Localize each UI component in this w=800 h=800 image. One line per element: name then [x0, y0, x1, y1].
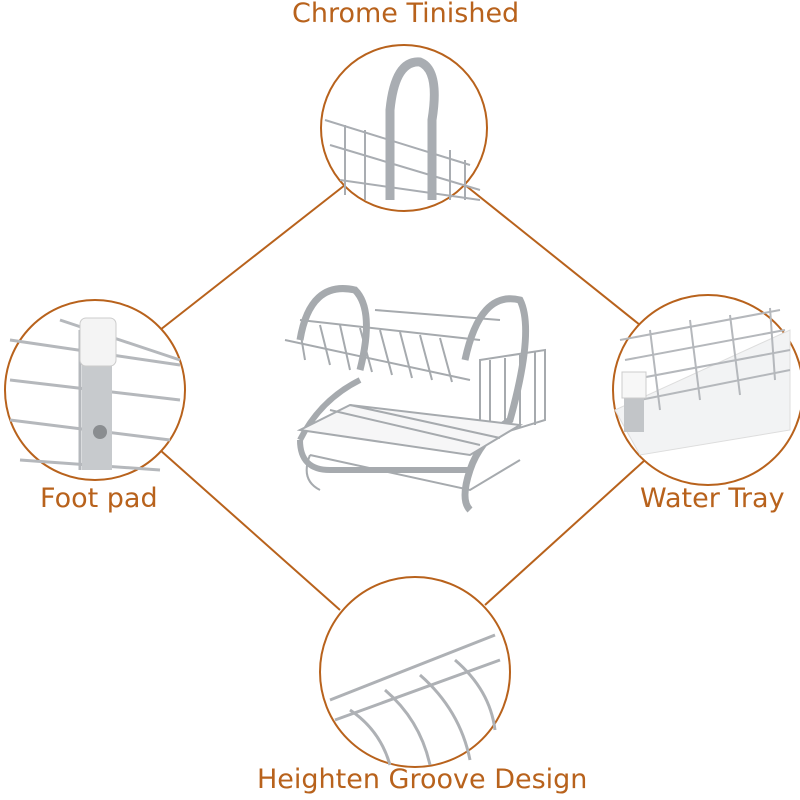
water-tray-detail-image	[614, 307, 791, 456]
label-chrome-finished: Chrome Tinished	[292, 0, 520, 29]
label-foot-pad: Foot pad	[40, 483, 158, 514]
groove-detail-image	[329, 633, 501, 766]
chrome-detail-image	[324, 57, 481, 201]
detail-circle-chrome	[320, 44, 488, 212]
label-water-tray: Water Tray	[640, 483, 785, 514]
dish-rack-main-image	[284, 285, 546, 513]
connector-right-bottom	[484, 459, 646, 606]
connector-top-left	[159, 184, 346, 331]
connector-left-bottom	[159, 449, 341, 611]
foot-pad-detail-image	[9, 317, 181, 472]
connector-top-right	[464, 184, 641, 326]
label-heighten-groove-design: Heighten Groove Design	[257, 764, 588, 795]
detail-circle-groove	[319, 576, 511, 768]
